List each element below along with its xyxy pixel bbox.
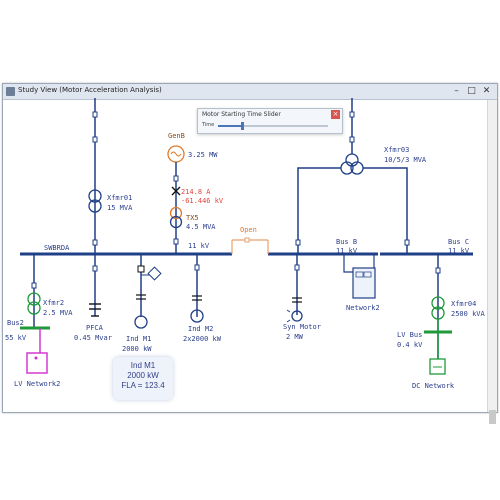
label-lv-bus-kv: 0.4 kV bbox=[397, 341, 423, 349]
label-pfca-mvar: 0.45 Mvar bbox=[74, 334, 112, 342]
label-bus-b-kv: 11 kV bbox=[336, 247, 358, 255]
vertical-scrollbar[interactable] bbox=[487, 100, 497, 424]
label-bus-b: Bus B bbox=[336, 238, 357, 246]
xfmr03-symbol bbox=[340, 153, 364, 175]
label-network2: Network2 bbox=[346, 304, 380, 312]
label-xfmr03: Xfmr03 bbox=[384, 146, 409, 154]
label-xfmr2-mva: 2.5 MVA bbox=[43, 309, 73, 317]
tooltip-line-2: 2000 kW bbox=[127, 371, 159, 380]
label-bus2-kv: 55 kV bbox=[5, 334, 27, 342]
study-view-window: Study View (Motor Acceleration Analysis)… bbox=[2, 83, 498, 424]
minimize-icon[interactable]: – bbox=[454, 86, 459, 96]
label-ind-m2-kw: 2x2000 kW bbox=[183, 335, 222, 343]
label-swbrda: SWBRDA bbox=[44, 244, 70, 252]
time-slider-fill bbox=[218, 125, 243, 127]
label-dc-network: DC Network bbox=[412, 382, 455, 390]
slider-time-label: Time bbox=[202, 122, 215, 128]
time-slider-thumb[interactable] bbox=[240, 122, 244, 130]
label-open: Open bbox=[240, 226, 257, 234]
close-icon[interactable]: ✕ bbox=[482, 86, 491, 96]
label-xfmr04: Xfmr04 bbox=[451, 300, 476, 308]
label-ind-m1-kw: 2000 kW bbox=[122, 345, 152, 353]
label-ind-m1: Ind M1 bbox=[126, 335, 151, 343]
time-slider-track[interactable] bbox=[218, 122, 328, 130]
label-genb: GenB bbox=[168, 132, 185, 140]
label-syn-motor-mw: 2 MW bbox=[286, 333, 304, 341]
label-kv: -61.446 kV bbox=[181, 197, 224, 205]
motor-starting-time-slider-panel: Motor Starting Time Slider × Time bbox=[197, 108, 343, 134]
slider-close-icon[interactable]: × bbox=[331, 110, 340, 119]
label-xfmr03-mva: 10/5/3 MVA bbox=[384, 156, 427, 164]
network2-box bbox=[352, 267, 376, 299]
label-xfmr2: Xfmr2 bbox=[43, 299, 64, 307]
xfmr2-symbol bbox=[27, 292, 41, 315]
relay-diamond bbox=[147, 266, 162, 281]
tooltip-line-3: FLA = 123.4 bbox=[121, 381, 165, 390]
breaker-x bbox=[171, 186, 181, 196]
label-swbrda-kv: 11 kV bbox=[188, 242, 210, 250]
xfmr01-symbol bbox=[88, 189, 102, 213]
label-pfca: PFCA bbox=[86, 324, 104, 332]
window-titlebar: Study View (Motor Acceleration Analysis)… bbox=[3, 84, 497, 100]
tx5-symbol bbox=[169, 206, 183, 229]
syn-motor-symbol bbox=[291, 310, 303, 322]
label-lv-network2: LV Network2 bbox=[14, 380, 60, 388]
app-icon bbox=[6, 87, 15, 96]
maximize-icon[interactable]: □ bbox=[467, 86, 476, 96]
label-ind-m2: Ind M2 bbox=[188, 325, 213, 333]
label-xfmr01: Xfmr01 bbox=[107, 194, 132, 202]
label-bus2: Bus2 bbox=[7, 319, 24, 327]
ind-m2-symbol bbox=[190, 309, 204, 323]
scrollbar-thumb[interactable] bbox=[489, 410, 496, 424]
label-bus-c-kv: 11 kV bbox=[448, 247, 470, 255]
label-genb-mw: 3.25 MW bbox=[188, 151, 218, 159]
tooltip-line-1: Ind M1 bbox=[130, 361, 156, 370]
slider-title: Motor Starting Time Slider bbox=[202, 111, 281, 118]
lv-network2-box bbox=[26, 352, 48, 374]
ind-m1-symbol bbox=[134, 315, 148, 329]
label-syn-motor: Syn Motor bbox=[283, 323, 321, 331]
label-xfmr04-kva: 2500 kVA bbox=[451, 310, 486, 318]
ind-m1-tooltip: Ind M1 2000 kW FLA = 123.4 bbox=[113, 357, 173, 400]
label-lv-bus: LV Bus bbox=[397, 331, 422, 339]
label-amps: 214.8 A bbox=[181, 188, 211, 196]
label-xfmr01-mva: 15 MVA bbox=[107, 204, 133, 212]
label-tx5-mva: 4.5 MVA bbox=[186, 223, 216, 231]
label-tx5: TX5 bbox=[186, 214, 199, 222]
label-bus-c: Bus C bbox=[448, 238, 469, 246]
window-title: Study View (Motor Acceleration Analysis) bbox=[18, 86, 162, 94]
